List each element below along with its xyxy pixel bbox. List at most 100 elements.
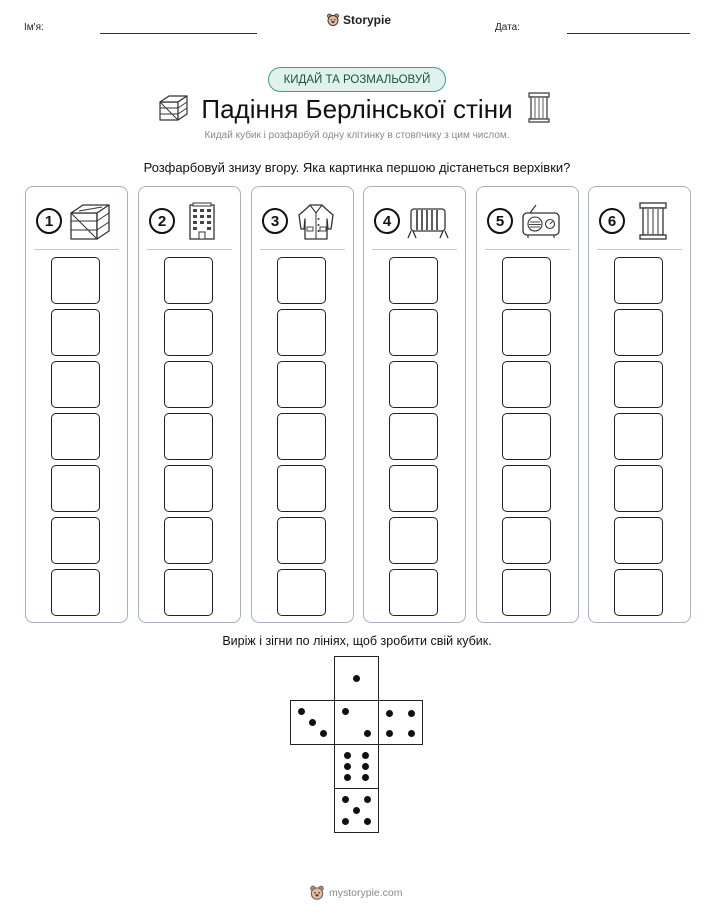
color-cell[interactable]	[164, 413, 213, 460]
color-cell[interactable]	[389, 309, 438, 356]
color-cell[interactable]	[614, 257, 663, 304]
die-pip	[362, 763, 369, 770]
color-cell[interactable]	[277, 517, 326, 564]
color-cell[interactable]	[614, 413, 663, 460]
bear-logo-icon	[327, 13, 339, 26]
die-face-2	[334, 700, 379, 745]
bear-logo-icon	[310, 885, 324, 900]
column-number: 6	[599, 208, 625, 234]
column-icon	[639, 202, 667, 240]
die-face-6	[334, 744, 379, 789]
cut-instruction: Виріж і зігни по лініях, щоб зробити сві…	[222, 634, 492, 648]
color-cell[interactable]	[502, 517, 551, 564]
color-cell[interactable]	[277, 361, 326, 408]
color-cell[interactable]	[502, 465, 551, 512]
color-cell[interactable]	[389, 569, 438, 616]
color-cell[interactable]	[389, 517, 438, 564]
die-pip	[364, 730, 371, 737]
column-divider	[147, 249, 232, 250]
color-cell[interactable]	[614, 517, 663, 564]
dice-column-3: 3	[251, 186, 354, 623]
color-cell[interactable]	[164, 465, 213, 512]
die-pip	[386, 710, 393, 717]
die-pip	[309, 719, 316, 726]
die-face-3	[290, 700, 335, 745]
radio-icon	[522, 204, 560, 238]
die-pip	[362, 774, 369, 781]
color-cell[interactable]	[164, 361, 213, 408]
name-line[interactable]	[100, 33, 257, 34]
color-cell[interactable]	[389, 413, 438, 460]
color-cell[interactable]	[614, 569, 663, 616]
color-cell[interactable]	[502, 257, 551, 304]
column-divider	[597, 249, 682, 250]
die-face-5	[334, 788, 379, 833]
column-number: 5	[487, 208, 513, 234]
color-cell[interactable]	[502, 569, 551, 616]
die-pip	[408, 710, 415, 717]
color-cell[interactable]	[277, 309, 326, 356]
color-cell[interactable]	[277, 569, 326, 616]
dice-column-4: 4	[363, 186, 466, 623]
dice-column-1: 1	[25, 186, 128, 623]
die-pip	[353, 807, 360, 814]
column-icon	[528, 92, 550, 123]
color-cell[interactable]	[51, 413, 100, 460]
column-divider	[485, 249, 570, 250]
column-divider	[372, 249, 457, 250]
column-number: 1	[36, 208, 62, 234]
color-cell[interactable]	[51, 257, 100, 304]
die-pip	[342, 796, 349, 803]
color-cell[interactable]	[164, 257, 213, 304]
die-pip	[320, 730, 327, 737]
color-cell[interactable]	[614, 309, 663, 356]
color-cell[interactable]	[164, 517, 213, 564]
color-cell[interactable]	[389, 361, 438, 408]
color-cell[interactable]	[51, 569, 100, 616]
color-cell[interactable]	[164, 569, 213, 616]
die-pip	[344, 763, 351, 770]
instruction: Розфарбовуй знизу вгору. Яка картинка пе…	[143, 160, 571, 175]
date-line[interactable]	[567, 33, 690, 34]
column-divider	[34, 249, 119, 250]
die-pip	[408, 730, 415, 737]
color-cell[interactable]	[277, 413, 326, 460]
die-pip	[344, 774, 351, 781]
die-pip	[386, 730, 393, 737]
crate-icon	[159, 95, 188, 121]
die-pip	[353, 675, 360, 682]
footer: mystorypie.com	[309, 885, 403, 901]
die-pip	[342, 818, 349, 825]
apartment-building-icon	[189, 202, 215, 240]
die-pip	[362, 752, 369, 759]
color-cell[interactable]	[277, 465, 326, 512]
date-label: Дата:	[495, 22, 520, 33]
color-cell[interactable]	[502, 309, 551, 356]
color-cell[interactable]	[502, 361, 551, 408]
activity-badge: КИДАЙ ТА РОЗМАЛЬОВУЙ	[268, 67, 446, 92]
barrier-icon	[407, 208, 449, 239]
color-cell[interactable]	[51, 465, 100, 512]
die-face-4	[378, 700, 423, 745]
color-cell[interactable]	[614, 361, 663, 408]
color-cell[interactable]	[389, 257, 438, 304]
color-cell[interactable]	[389, 465, 438, 512]
name-label: Ім'я:	[24, 22, 44, 33]
dice-column-2: 2	[138, 186, 241, 623]
color-cell[interactable]	[51, 361, 100, 408]
color-cell[interactable]	[51, 309, 100, 356]
column-header: 4	[374, 201, 449, 241]
die-pip	[344, 752, 351, 759]
die-pip	[364, 818, 371, 825]
subtitle: Кидай кубик і розфарбуй одну клітинку в …	[204, 130, 510, 141]
page-title: Падіння Берлінської стіни	[201, 94, 513, 124]
color-cell[interactable]	[614, 465, 663, 512]
color-cell[interactable]	[502, 413, 551, 460]
column-header: 3	[262, 201, 337, 241]
footer-url[interactable]: mystorypie.com	[329, 887, 403, 899]
color-cell[interactable]	[164, 309, 213, 356]
column-header: 6	[599, 201, 674, 241]
color-cell[interactable]	[277, 257, 326, 304]
dice-column-6: 6	[588, 186, 691, 623]
color-cell[interactable]	[51, 517, 100, 564]
